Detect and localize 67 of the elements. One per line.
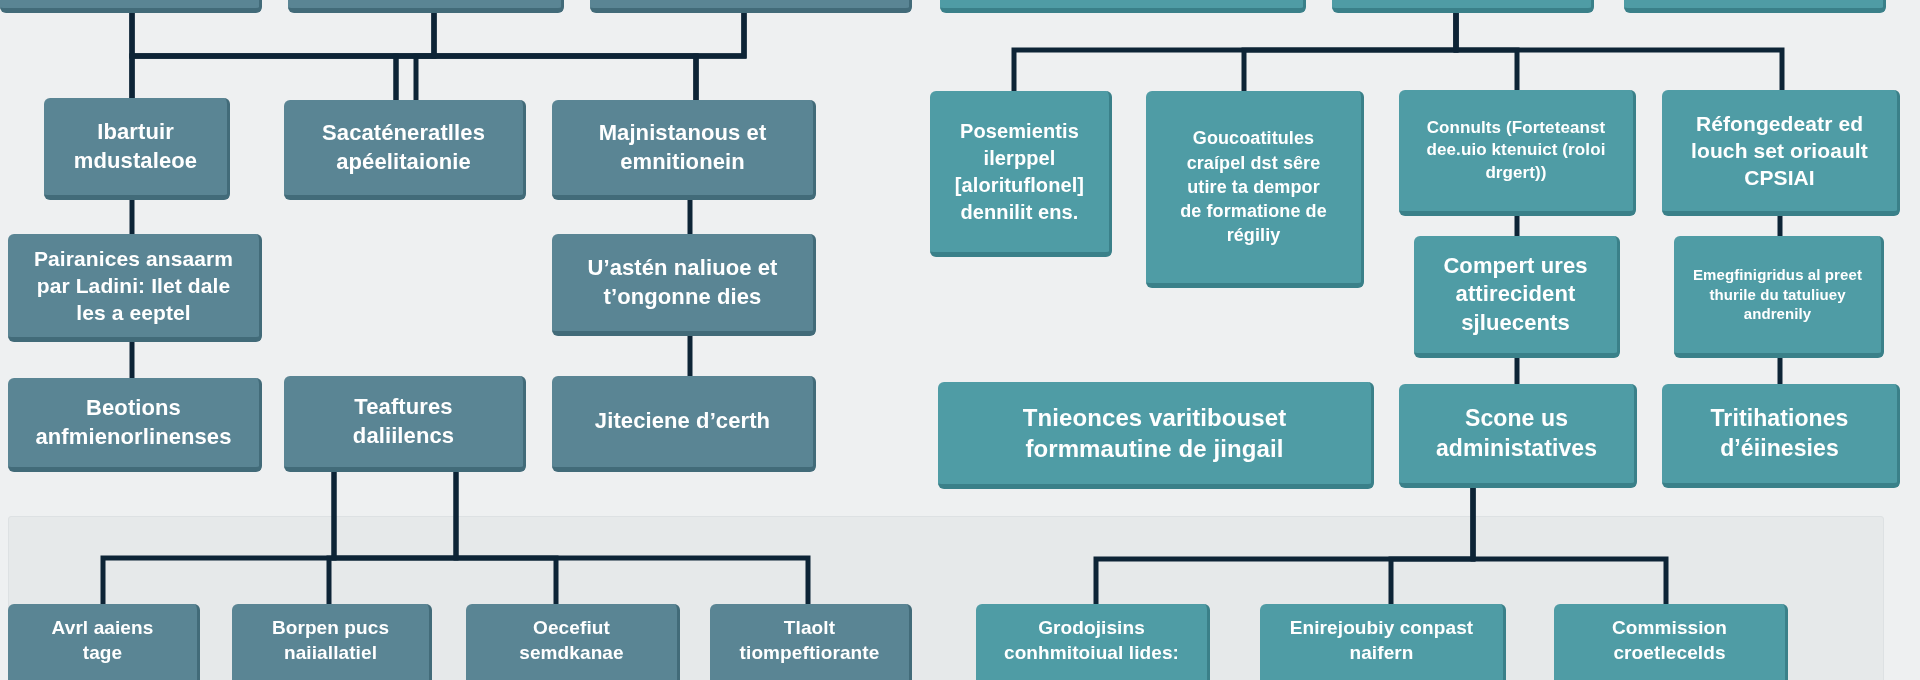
process-box [288,0,564,13]
connector-line [1777,216,1783,236]
process-box [1674,236,1884,358]
connector-line [687,200,693,234]
box-label: Enirejoubiy conpast naifern [1288,616,1475,665]
process-box [552,376,816,472]
process-box [1624,0,1886,13]
process-box [552,234,816,336]
process-box [976,604,1210,680]
process-box [1414,236,1620,358]
process-box [710,604,912,680]
connector-line [129,200,135,234]
box-label: Pairanices ansaarm par Ladini: Ilet dale les a eeptel [32,245,235,327]
process-box [552,100,816,200]
connector-line [1514,358,1520,384]
process-box [284,100,526,200]
process-box [938,382,1374,489]
connector-line [1470,488,1669,604]
process-box [1662,384,1900,488]
box-label: Scone us administatives [1434,403,1599,463]
process-box [1662,90,1900,216]
box-label: Tnieonces varitibouset formmautine de jingail [1021,402,1288,464]
box-label: Beotions anfmienorlinenses [34,393,233,451]
box-label: Majnistanous et emnitionein [597,118,768,176]
process-box [1260,604,1506,680]
process-box [284,376,526,472]
process-box [8,604,200,680]
box-label: Emegfinigridus al preet thurile du tatuliuey andrenily [1692,265,1863,324]
process-box [930,91,1112,257]
process-box [44,98,230,200]
box-label: Commission croetlecelds [1611,616,1728,665]
process-box [1554,604,1788,680]
process-box [1146,91,1364,288]
process-box [590,0,912,13]
connector-line [453,472,811,604]
connector-line [1453,12,1785,90]
box-label: Tritihationes d’éiinesies [1709,403,1850,463]
connector-line [1514,216,1520,236]
box-label: Oecefiut semdkanae [518,616,625,665]
box-label: Compert ures attirecident sjluecents [1442,251,1589,337]
box-label: Posemientis ilerppel [alorituflonel] dennilit ens. [953,118,1086,225]
process-box [0,0,262,13]
connector-line [687,336,693,376]
process-box [8,378,262,472]
box-label: Avrl aaiens tage [50,616,155,665]
box-label: Réfongedeatr ed louch set orioault CPSIAI [1690,110,1869,192]
box-label: Teaftures daliilencs [351,392,456,450]
process-box [940,0,1306,13]
box-label: U’astén naliuoe et t’ongonne dies [586,253,779,311]
connector-line [1777,358,1783,384]
box-label: Sacaténeratlles apéelitaionie [321,118,486,176]
connector-line [331,472,559,604]
connector-line [693,12,747,100]
box-label: Ibartuir mdustaleoe [72,117,199,175]
box-label: Connults (Forteteanst dee.uio ktenuict (roloi drgert)) [1425,117,1607,184]
box-label: Tlaolt tiompeftiorante [738,616,881,665]
box-label: Goucoatitules craípel dst sêre utire ta dempor de formatione de régiliy [1179,127,1328,248]
box-label: Grodojisins conhmitoiual lides: [1003,616,1180,665]
process-box [1399,90,1636,216]
process-box [1399,384,1637,488]
box-label: Jiteciene d’certh [594,407,771,436]
process-box [1332,0,1594,13]
process-box [466,604,680,680]
connector-line [129,342,135,378]
box-label: Borpen pucs naiiallatiel [270,616,391,665]
process-box [232,604,432,680]
process-box [8,234,262,342]
